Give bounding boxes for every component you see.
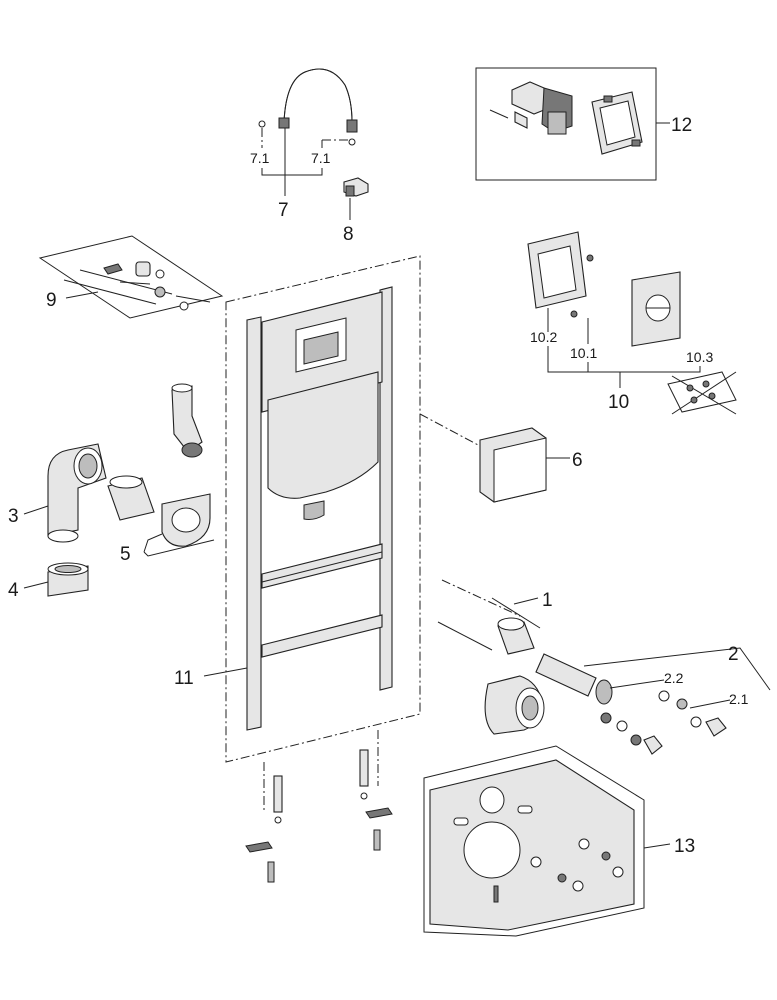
- bracket-7: [261, 168, 323, 176]
- part-12-kit-box: [475, 67, 657, 181]
- label-8: 8: [343, 224, 354, 245]
- part-11-installation-frame: [246, 286, 393, 731]
- label-6: 6: [572, 450, 583, 471]
- label-7-1a: 7.1: [250, 150, 270, 166]
- label-1: 1: [542, 590, 553, 611]
- label-2-1: 2.1: [729, 691, 749, 707]
- label-10-3: 10.3: [686, 349, 713, 365]
- label-3: 3: [8, 506, 19, 527]
- label-9: 9: [46, 290, 57, 311]
- part-3-flush-bend: [47, 443, 107, 543]
- label-2-2: 2.2: [664, 670, 684, 686]
- dash-6: [419, 413, 481, 447]
- leader-5a: [143, 533, 163, 553]
- part-3-connector-pipe: [107, 383, 203, 521]
- part-6-protective-box: [479, 427, 547, 503]
- label-4: 4: [8, 580, 19, 601]
- leader-9: [65, 291, 99, 299]
- label-13: 13: [674, 836, 695, 857]
- part-13-insulation-pad: [429, 759, 635, 931]
- label-11: 11: [174, 668, 194, 689]
- frame-plane: [225, 255, 421, 763]
- part-11-foot-anchors: [245, 730, 393, 883]
- label-10-1: 10.1: [570, 345, 597, 361]
- bracket-2: [583, 647, 771, 691]
- label-5: 5: [120, 544, 131, 565]
- leader-4: [23, 581, 49, 589]
- part-10-3-screw-set: [667, 371, 737, 415]
- leader-13: [643, 843, 671, 849]
- leader-11: [203, 667, 248, 677]
- part-4-sleeve: [47, 562, 89, 597]
- bracket-10: [547, 346, 701, 373]
- leader-2-1: [689, 699, 731, 709]
- label-12: 12: [671, 115, 692, 136]
- leader-5b: [143, 539, 215, 557]
- part-8-angle-valve: [343, 177, 369, 197]
- leader-1: [513, 597, 539, 605]
- label-10: 10: [608, 392, 629, 413]
- label-2: 2: [728, 644, 739, 665]
- part-10-1-flush-plate: [631, 271, 681, 347]
- part-7-flex-hose: [258, 68, 358, 146]
- part-2-connection-set: [484, 617, 727, 755]
- label-7: 7: [278, 200, 289, 221]
- part-9-fixing-kit: [38, 235, 224, 319]
- label-10-2: 10.2: [530, 329, 557, 345]
- leader-2-2: [609, 679, 665, 689]
- part-5-pipe-holder: [161, 493, 211, 547]
- leader-3: [23, 505, 49, 515]
- part-1-threaded-rods: [437, 579, 541, 651]
- part-10-2-mount-frame: [527, 231, 594, 318]
- label-7-1b: 7.1: [311, 150, 331, 166]
